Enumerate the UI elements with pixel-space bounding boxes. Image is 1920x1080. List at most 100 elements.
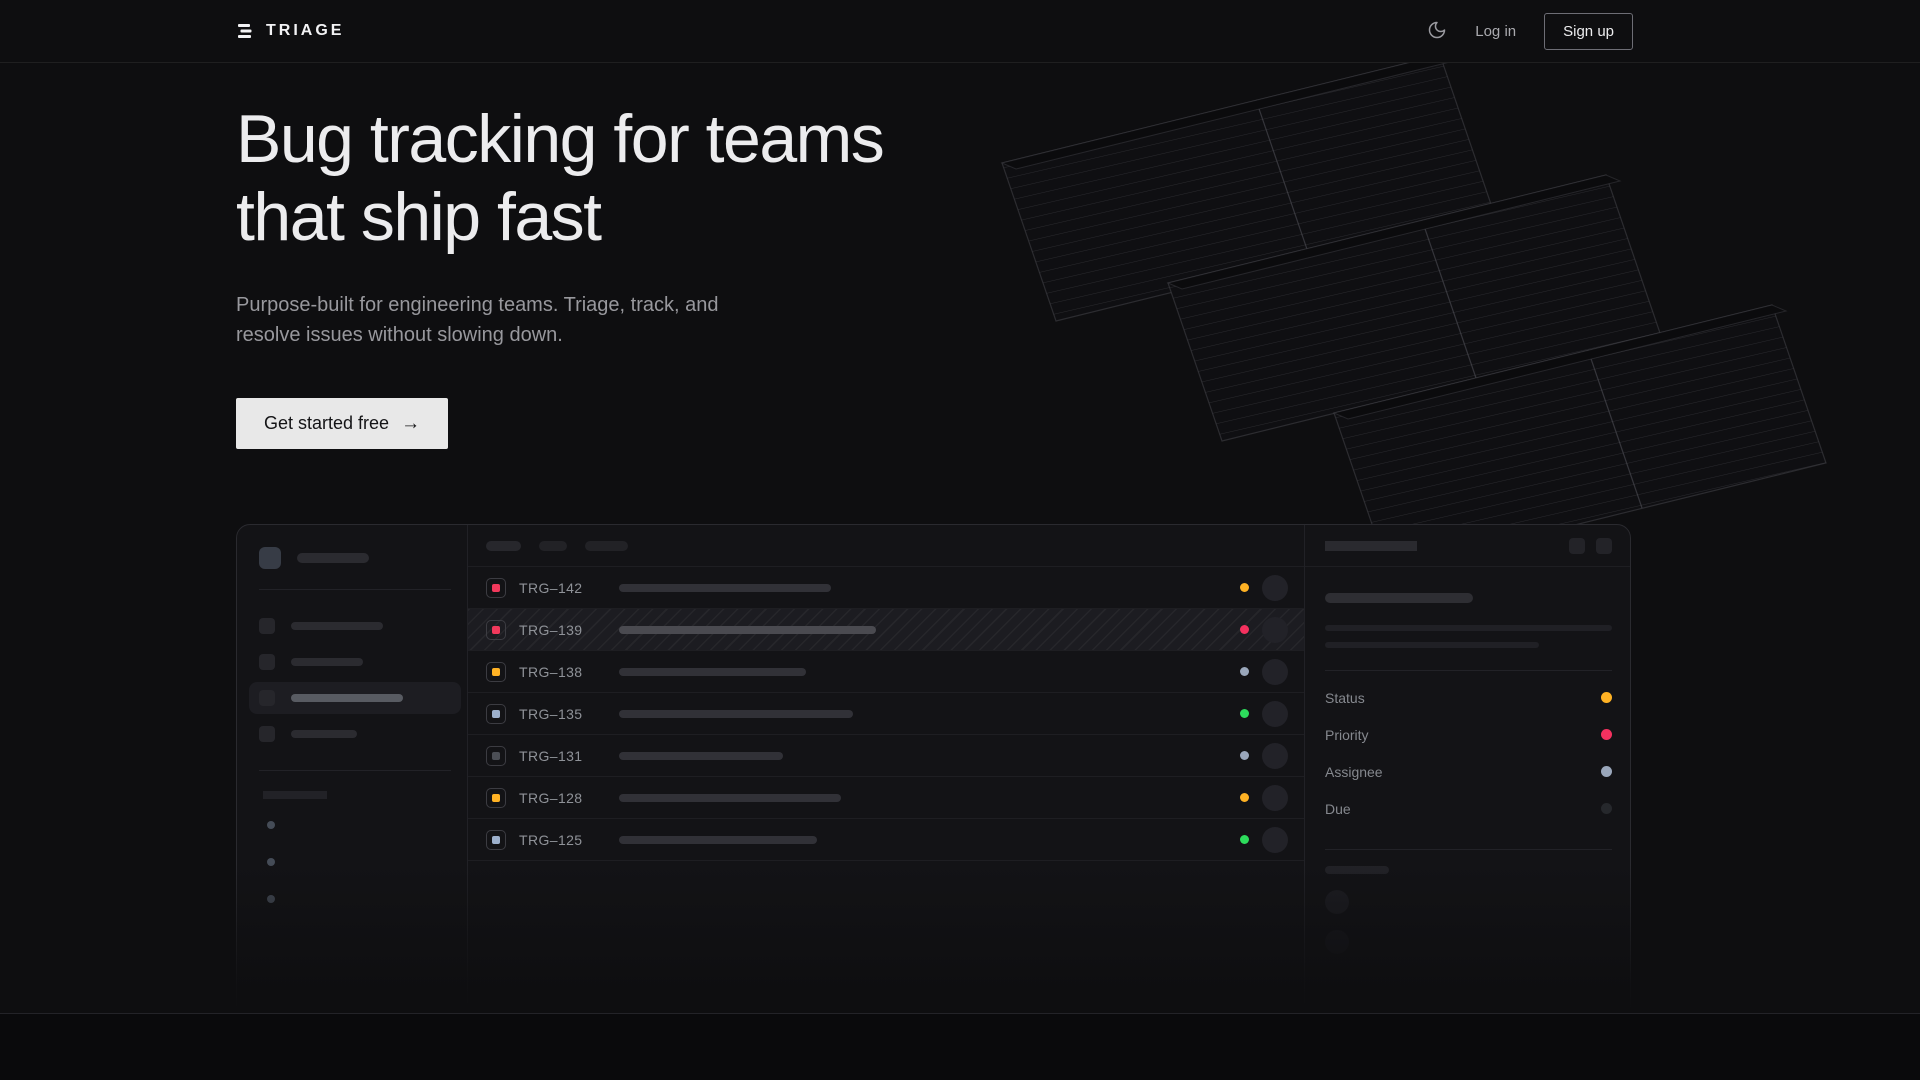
- issue-list: TRG–142 TRG–139 TRG–138 TRG–135: [468, 567, 1304, 861]
- assignee-avatar: [1262, 742, 1288, 769]
- sidebar-nav-item: [249, 646, 461, 678]
- issue-type-icon: [486, 577, 506, 598]
- issue-id: TRG–135: [519, 705, 583, 722]
- assignee-avatar: [1262, 826, 1288, 853]
- filter-pill-placeholder: [585, 540, 628, 551]
- sidebar-nav-item: [249, 718, 461, 750]
- detail-action-icon: [1569, 537, 1585, 554]
- divider: [1325, 849, 1612, 850]
- issue-title-placeholder: [619, 667, 806, 676]
- description-line-placeholder: [1325, 642, 1539, 648]
- sidebar-nav-item-active: [249, 682, 461, 714]
- detail-field-row: Due: [1325, 790, 1612, 827]
- issue-row: TRG–135: [468, 693, 1304, 735]
- issue-id: TRG–139: [519, 621, 583, 638]
- hero-section: Bug tracking for teams that ship fast Pu…: [0, 63, 1920, 1013]
- divider: [259, 770, 451, 771]
- status-dot: [1240, 583, 1249, 592]
- divider: [1325, 670, 1612, 671]
- theme-toggle-button[interactable]: [1427, 20, 1447, 43]
- issue-title-placeholder: [619, 835, 817, 844]
- hero-subtitle: Purpose-built for engineering teams. Tri…: [236, 294, 719, 346]
- brand: TRIAGE: [236, 22, 344, 40]
- status-dot: [1240, 625, 1249, 634]
- field-value-dot: [1601, 692, 1612, 703]
- detail-header: [1305, 525, 1630, 567]
- description-line-placeholder: [1325, 625, 1612, 631]
- comment-avatar-placeholder: [1325, 890, 1349, 914]
- field-label: Due: [1325, 800, 1351, 817]
- issue-row: TRG–125: [468, 819, 1304, 861]
- nav-icon-placeholder: [259, 618, 275, 634]
- filter-pill-placeholder: [539, 540, 567, 551]
- field-label: Status: [1325, 689, 1365, 706]
- list-dot: [267, 895, 275, 903]
- footer: [0, 1013, 1920, 1080]
- issue-id: TRG–128: [519, 789, 583, 806]
- page-title: Bug tracking for teams that ship fast: [236, 101, 885, 255]
- issue-title-placeholder: [619, 583, 831, 592]
- issue-id: TRG–125: [519, 831, 583, 848]
- nav-label-placeholder: [291, 694, 403, 702]
- issue-type-icon: [486, 787, 506, 808]
- issue-row: TRG–131: [468, 735, 1304, 777]
- assignee-avatar: [1262, 574, 1288, 601]
- assignee-avatar: [1262, 784, 1288, 811]
- issue-row: TRG–142: [468, 567, 1304, 609]
- comment-avatar-placeholder: [1325, 930, 1349, 954]
- divider: [259, 589, 451, 590]
- field-value-dot: [1601, 729, 1612, 740]
- list-dot: [267, 821, 275, 829]
- issue-list-header: [468, 525, 1304, 567]
- moon-icon: [1427, 20, 1447, 43]
- detail-field-row: Assignee: [1325, 753, 1612, 790]
- mockup-sidebar: [237, 525, 468, 1013]
- signup-button[interactable]: Sign up: [1544, 12, 1633, 50]
- list-dot: [267, 858, 275, 866]
- detail-field-row: Status: [1325, 679, 1612, 716]
- triage-logo-icon: [236, 22, 254, 40]
- issue-row: TRG–138: [468, 651, 1304, 693]
- issue-id: TRG–142: [519, 579, 583, 596]
- issue-type-icon: [486, 745, 506, 766]
- nav-icon-placeholder: [259, 726, 275, 742]
- section-label-placeholder: [263, 791, 327, 799]
- issue-id: TRG–131: [519, 747, 583, 764]
- issue-row: TRG–128: [468, 777, 1304, 819]
- workspace-avatar: [259, 547, 281, 569]
- navbar: TRIAGE Log in Sign up: [0, 0, 1920, 63]
- nav-label-placeholder: [291, 622, 383, 630]
- status-dot: [1240, 793, 1249, 802]
- status-dot: [1240, 835, 1249, 844]
- detail-action-icon: [1596, 537, 1612, 554]
- get-started-button[interactable]: Get started free →: [236, 398, 449, 449]
- issue-list-panel: TRG–142 TRG–139 TRG–138 TRG–135: [468, 525, 1305, 1013]
- field-list: Status Priority Assignee Due: [1325, 679, 1612, 827]
- issue-title-placeholder: [619, 625, 876, 634]
- login-link[interactable]: Log in: [1475, 22, 1517, 40]
- status-dot: [1240, 667, 1249, 676]
- status-dot: [1240, 751, 1249, 760]
- issue-title-placeholder: [619, 751, 783, 760]
- assignee-avatar: [1262, 658, 1288, 685]
- brand-name: TRIAGE: [266, 22, 345, 39]
- assignee-avatar: [1262, 616, 1288, 643]
- issue-type-icon: [486, 661, 506, 682]
- sidebar-nav-item: [249, 610, 461, 642]
- issue-title-placeholder: [619, 793, 841, 802]
- workspace-name-placeholder: [297, 553, 369, 563]
- filter-pill-placeholder: [486, 540, 521, 551]
- issue-type-icon: [486, 703, 506, 724]
- issue-type-icon: [486, 829, 506, 850]
- issue-row: TRG–139: [468, 609, 1304, 651]
- field-label: Assignee: [1325, 763, 1383, 780]
- issue-title-placeholder: [619, 709, 853, 718]
- detail-field-row: Priority: [1325, 716, 1612, 753]
- issue-id: TRG–138: [519, 663, 583, 680]
- nav-icon-placeholder: [259, 654, 275, 670]
- nav-label-placeholder: [291, 730, 357, 738]
- issue-title-placeholder: [1325, 593, 1473, 603]
- status-dot: [1240, 709, 1249, 718]
- field-value-dot: [1601, 803, 1612, 814]
- issue-detail-panel: Status Priority Assignee Due: [1305, 525, 1630, 1013]
